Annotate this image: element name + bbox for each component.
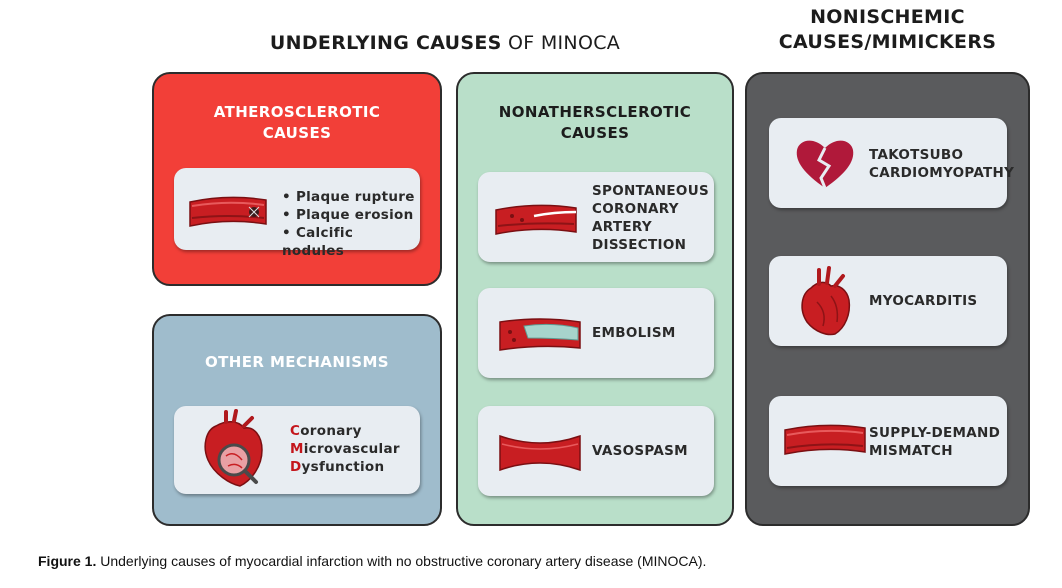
embolism-card: EMBOLISM (478, 288, 714, 378)
constricted-artery-icon (499, 434, 581, 472)
atherosclerotic-title-line2: CAUSES (262, 124, 332, 142)
nonischemic-heading: NONISCHEMIC CAUSES/MIMICKERS (745, 5, 1030, 55)
embolism-artery-icon (499, 318, 581, 351)
atherosclerotic-card: Plaque rupture Plaque erosion Calcific n… (174, 168, 420, 259)
vasospasm-card: VASOSPASM (478, 406, 714, 496)
supply-demand-line: MISMATCH (869, 443, 953, 459)
cmd-rest-microvascular: icrovascular (303, 441, 400, 457)
main-heading: UNDERLYING CAUSES OF MINOCA (150, 32, 740, 54)
scad-line: SPONTANEOUS (592, 183, 709, 199)
nonischemic-heading-line1: NONISCHEMIC (810, 6, 965, 28)
takotsubo-label: TAKOTSUBO CARDIOMYOPATHY (869, 146, 1014, 182)
list-item: Plaque erosion (282, 206, 420, 224)
dissected-artery-icon (495, 204, 577, 235)
anatomical-heart-icon (801, 266, 851, 336)
cmd-line-coronary: Coronary (290, 422, 400, 440)
cmd-text: Coronary Microvascular Dysfunction (290, 422, 400, 476)
main-heading-bold: UNDERLYING CAUSES (269, 32, 502, 54)
scad-label: SPONTANEOUS CORONARY ARTERY DISSECTION (592, 182, 709, 254)
cmd-rest-coronary: oronary (300, 423, 362, 439)
cmd-card: Coronary Microvascular Dysfunction (174, 406, 420, 494)
supply-demand-card: SUPPLY-DEMAND MISMATCH (769, 396, 1007, 486)
supply-demand-line: SUPPLY-DEMAND (869, 425, 1001, 441)
cmd-letter-m: M (290, 441, 304, 457)
nonischemic-panel: TAKOTSUBO CARDIOMYOPATHY MYOCARDITIS SUP… (745, 72, 1030, 526)
atherosclerotic-list: Plaque rupture Plaque erosion Calcific n… (282, 188, 420, 260)
takotsubo-line: CARDIOMYOPATHY (869, 165, 1015, 181)
plaque-artery-icon (189, 196, 267, 227)
scad-line: ARTERY (592, 219, 652, 235)
takotsubo-line: TAKOTSUBO (869, 147, 964, 163)
cmd-letter-d: D (290, 459, 302, 475)
heart-magnifier-icon (204, 409, 263, 487)
vasospasm-label: VASOSPASM (592, 443, 688, 459)
myocarditis-card: MYOCARDITIS (769, 256, 1007, 346)
myocarditis-label: MYOCARDITIS (869, 293, 978, 309)
list-item: Plaque rupture (282, 188, 420, 206)
scad-line: CORONARY (592, 201, 679, 217)
atherosclerotic-title-line1: ATHEROSCLEROTIC (213, 103, 381, 121)
list-item: Calcific nodules (282, 224, 420, 260)
broken-heart-icon (796, 140, 854, 189)
embolism-label: EMBOLISM (592, 325, 676, 341)
other-mechanisms-title: OTHER MECHANISMS (205, 353, 389, 371)
figure-caption: Figure 1. Underlying causes of myocardia… (38, 553, 706, 569)
caption-label: Figure 1. (38, 553, 97, 569)
atherosclerotic-title: ATHEROSCLEROTIC CAUSES (154, 102, 440, 144)
scad-card: SPONTANEOUS CORONARY ARTERY DISSECTION (478, 172, 714, 262)
cmd-line-dysfunction: Dysfunction (290, 458, 400, 476)
cmd-letter-c: C (290, 423, 301, 439)
scad-line: DISSECTION (592, 237, 687, 253)
takotsubo-card: TAKOTSUBO CARDIOMYOPATHY (769, 118, 1014, 208)
nonatherosclerotic-title: NONATHERSCLEROTIC CAUSES (458, 102, 732, 144)
caption-text: Underlying causes of myocardial infarcti… (96, 553, 707, 569)
nonischemic-heading-line2: CAUSES/MIMICKERS (778, 31, 997, 53)
supply-demand-label: SUPPLY-DEMAND MISMATCH (869, 424, 1000, 460)
cmd-rest-dysfunction: ysfunction (301, 459, 385, 475)
other-mechanisms-panel: OTHER MECHANISMS Coronary Microvascular … (152, 314, 442, 526)
atherosclerotic-panel: ATHEROSCLEROTIC CAUSES Plaque rupture Pl… (152, 72, 442, 286)
main-heading-thin: OF MINOCA (501, 32, 621, 54)
cmd-line-microvascular: Microvascular (290, 440, 400, 458)
nonatherosclerotic-panel: NONATHERSCLEROTIC CAUSES SPONTANEOUS COR… (456, 72, 734, 526)
nonatherosclerotic-title-line2: CAUSES (560, 124, 630, 142)
artery-icon (784, 424, 866, 455)
nonatherosclerotic-title-line1: NONATHERSCLEROTIC (498, 103, 692, 121)
